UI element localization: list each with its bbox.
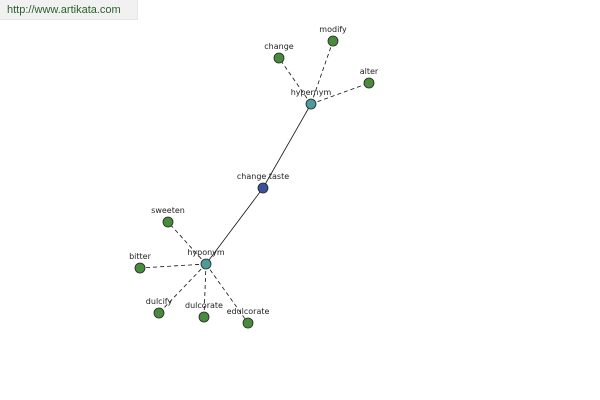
source-url-link[interactable]: http://www.artikata.com [7,4,121,16]
edge-hypernym-alter [310,82,370,105]
edge-hyponym-bitter [139,263,207,269]
node-dulcorate[interactable] [198,311,210,323]
edge-hyponym-dulcify [158,263,207,314]
source-url-bar: http://www.artikata.com [0,0,138,20]
edge-change_taste-hypernym [262,103,312,189]
edge-change_taste-hyponym [205,187,264,265]
node-label-hyponym: hyponym [187,248,225,257]
node-dulcify[interactable] [153,307,165,319]
node-hypernym[interactable] [305,98,317,110]
edge-hyponym-dulcorate [203,263,207,318]
node-change_taste[interactable] [257,182,269,194]
node-label-modify: modify [319,25,347,34]
node-label-hypernym: hypernym [291,88,332,97]
node-bitter[interactable] [134,262,146,274]
node-label-bitter: bitter [129,252,151,261]
node-label-edulcorate: edulcorate [227,307,270,316]
node-hyponym[interactable] [200,258,212,270]
edge-hypernym-change [278,57,312,105]
node-alter[interactable] [363,77,375,89]
node-change[interactable] [273,52,285,64]
node-label-alter: alter [360,67,379,76]
nodes-layer [134,35,375,329]
node-label-dulcify: dulcify [146,297,173,306]
node-edulcorate[interactable] [242,317,254,329]
node-label-change_taste: change taste [237,172,289,181]
edge-hyponym-sweeten [167,221,207,265]
node-modify[interactable] [327,35,339,47]
edge-hyponym-edulcorate [205,263,249,324]
node-label-change: change [264,42,294,51]
labels-layer: change taste hypernym hyponym change modify a… [129,25,379,316]
node-sweeten[interactable] [162,216,174,228]
edges-layer [139,40,370,324]
node-label-sweeten: sweeten [151,206,185,215]
node-label-dulcorate: dulcorate [185,301,223,310]
